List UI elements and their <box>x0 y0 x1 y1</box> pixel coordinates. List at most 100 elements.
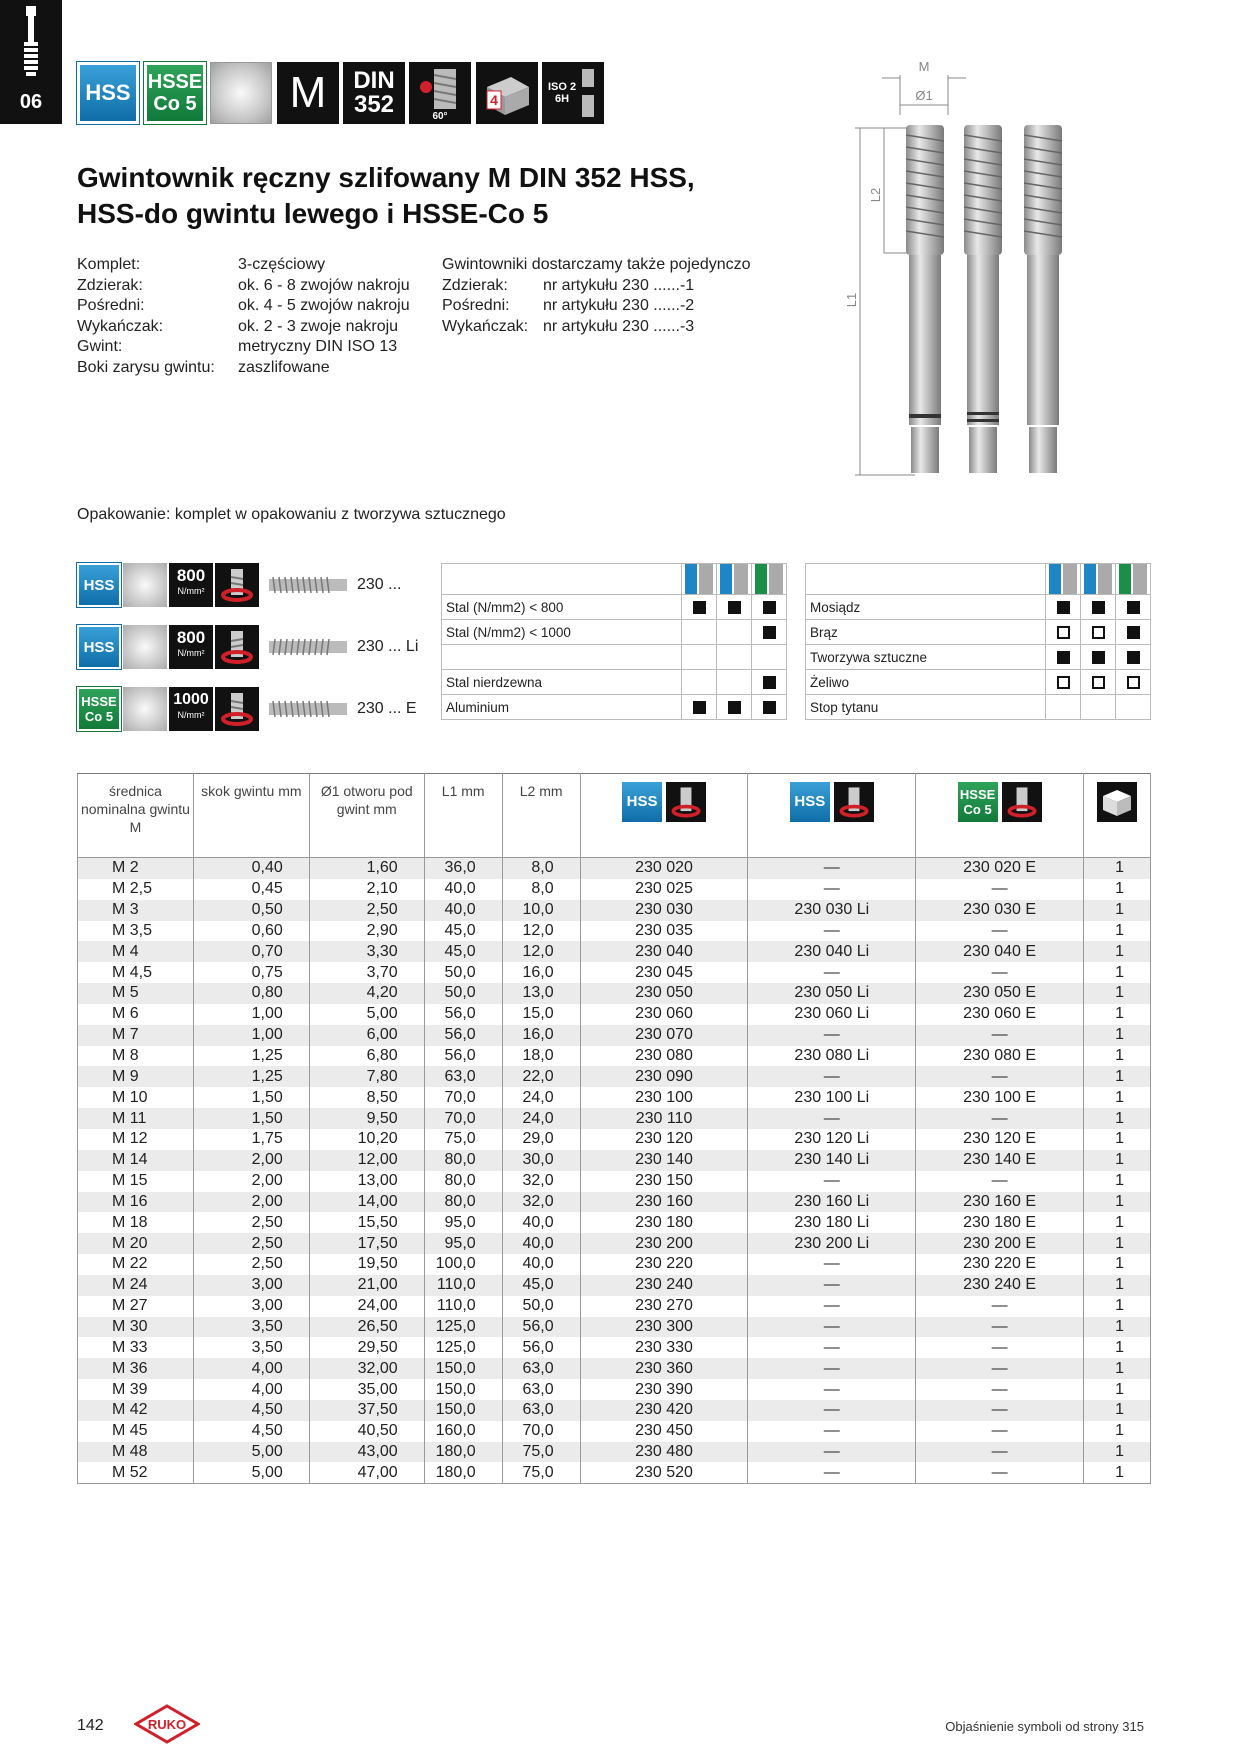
table-cell: 2,50 <box>192 1212 310 1234</box>
suitability-cell <box>1045 619 1081 645</box>
table-cell: M 27 <box>77 1295 194 1317</box>
table-cell: 230 120 <box>579 1128 749 1150</box>
table-cell: 230 240 E <box>915 1274 1084 1296</box>
gauge-icon <box>582 69 595 117</box>
table-cell: 230 140 Li <box>747 1149 917 1171</box>
table-cell: M 18 <box>77 1212 194 1234</box>
spec-label: Pośredni: <box>442 297 510 315</box>
table-cell: 1 <box>1082 1108 1152 1129</box>
package-icon <box>1096 782 1137 822</box>
table-cell: 1,50 <box>192 1108 310 1129</box>
material-name: Żeliwo <box>805 669 1046 695</box>
suitable-mark <box>1056 601 1070 615</box>
suitable-mark <box>1091 651 1105 665</box>
tapping-icon <box>215 687 259 731</box>
suitability-cell <box>681 669 717 695</box>
table-cell: 1 <box>1082 1233 1152 1255</box>
table-cell: 1,50 <box>192 1087 310 1109</box>
tap-roughing <box>905 125 945 473</box>
table-cell: 230 160 Li <box>747 1191 917 1213</box>
table-cell: 230 050 Li <box>747 983 917 1004</box>
table-cell: 95,0 <box>423 1233 503 1255</box>
table-cell: — <box>747 1316 917 1338</box>
left-hand-tapping-icon <box>833 782 874 822</box>
spec-value: nr artykułu 230 ......-2 <box>543 297 695 315</box>
material-name: Tworzywa sztuczne <box>805 644 1046 670</box>
table-cell: 35,00 <box>308 1379 425 1400</box>
product-table: średnica nominalna gwintu M skok gwintu … <box>77 773 1152 1485</box>
table-cell: 1 <box>1082 1254 1152 1275</box>
table-cell: 0,45 <box>192 878 310 900</box>
material-row: Brąz <box>805 619 1151 645</box>
header-diameter: średnica nominalna gwintu M <box>77 773 194 858</box>
table-cell: 45,0 <box>501 1274 581 1296</box>
table-cell: 230 060 <box>579 1003 749 1025</box>
table-cell: M 12 <box>77 1128 194 1150</box>
table-cell: 8,50 <box>308 1087 425 1109</box>
table-cell: 230 300 <box>579 1316 749 1338</box>
iso2-6h-icon: ISO 2 6H <box>542 62 604 124</box>
suitable-mark <box>1126 626 1140 640</box>
table-cell: 0,50 <box>192 899 310 921</box>
table-cell: 56,0 <box>501 1316 581 1338</box>
table-cell: M 45 <box>77 1420 194 1442</box>
thread-profile-icon: 60° <box>420 69 457 121</box>
table-cell: 230 100 <box>579 1087 749 1109</box>
table-cell: M 42 <box>77 1399 194 1421</box>
table-cell: 29,50 <box>308 1337 425 1359</box>
hss-icon: HSS <box>76 562 122 608</box>
suitable-mark <box>692 601 706 615</box>
table-cell: 13,0 <box>501 983 581 1004</box>
spec-value: nr artykułu 230 ......-1 <box>543 276 695 294</box>
table-cell: 12,0 <box>501 941 581 963</box>
hsse-co5-icon: HSSE Co 5 <box>957 782 998 822</box>
table-cell: M 30 <box>77 1316 194 1338</box>
table-cell: 0,70 <box>192 941 310 963</box>
material-row: Żeliwo <box>805 669 1151 695</box>
suitable-mark <box>762 676 776 690</box>
table-cell: 230 080 Li <box>747 1045 917 1067</box>
suitability-cell <box>751 694 787 720</box>
table-cell: 1 <box>1082 1462 1152 1485</box>
conditional-mark <box>1091 626 1105 640</box>
table-cell: 1 <box>1082 1274 1152 1296</box>
table-cell: 1 <box>1082 1087 1152 1109</box>
table-cell: — <box>747 1170 917 1192</box>
svg-text:60°: 60° <box>432 111 447 121</box>
table-cell: 1 <box>1082 962 1152 984</box>
table-cell: 40,0 <box>501 1212 581 1234</box>
table-cell: — <box>915 878 1084 900</box>
table-cell: 5,00 <box>192 1462 310 1485</box>
table-cell: M 52 <box>77 1462 194 1485</box>
table-cell: — <box>747 1254 917 1275</box>
material-row: Tworzywa sztuczne <box>805 644 1151 670</box>
hss-icon: HSS <box>76 61 140 125</box>
hsse-co5-icon: HSSE Co 5 <box>143 61 207 125</box>
material-name: Stal nierdzewna <box>441 669 682 695</box>
table-cell: 230 060 E <box>915 1003 1084 1025</box>
table-cell: 36,0 <box>423 857 503 879</box>
table-cell: 2,50 <box>192 1254 310 1275</box>
table-cell: 150,0 <box>423 1399 503 1421</box>
tapping-icon <box>215 563 259 607</box>
table-cell: 180,0 <box>423 1441 503 1463</box>
table-cell: 230 150 <box>579 1170 749 1192</box>
square-4-icon: 4 <box>476 62 538 124</box>
table-cell: 8,0 <box>501 857 581 879</box>
suitability-cell <box>1080 594 1116 620</box>
table-cell: 1 <box>1082 1441 1152 1463</box>
table-cell: M 39 <box>77 1379 194 1400</box>
table-cell: 16,0 <box>501 1024 581 1046</box>
table-cell: 230 030 Li <box>747 899 917 921</box>
table-cell: — <box>747 1399 917 1421</box>
table-cell: 1 <box>1082 1399 1152 1421</box>
table-cell: 230 140 <box>579 1149 749 1171</box>
table-cell: — <box>747 962 917 984</box>
table-cell: 47,00 <box>308 1462 425 1485</box>
table-cell: 1 <box>1082 1024 1152 1046</box>
